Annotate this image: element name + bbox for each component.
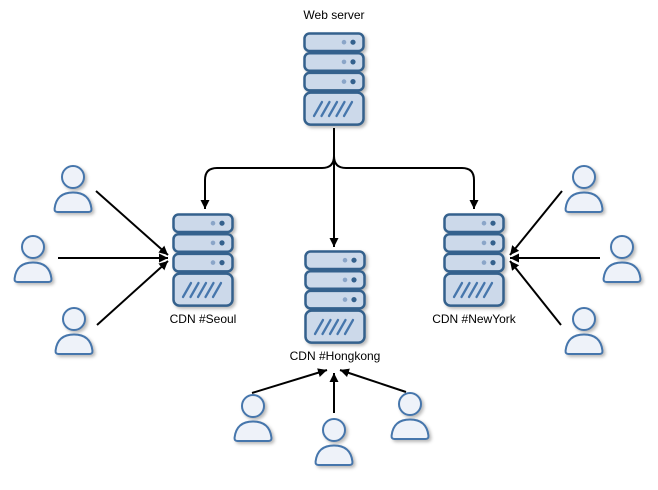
user-icon bbox=[12, 234, 54, 283]
cdn-newyork-label: CDN #NewYork bbox=[432, 312, 516, 326]
user-icon bbox=[313, 417, 355, 466]
user-left-middle bbox=[12, 234, 54, 283]
server-icon bbox=[304, 250, 366, 344]
cdn-seoul-label: CDN #Seoul bbox=[169, 312, 237, 326]
node-cdn-newyork: CDN #NewYork bbox=[424, 213, 524, 326]
user-icon bbox=[563, 306, 605, 355]
web-server-label: Web server bbox=[303, 8, 365, 22]
user-right-middle bbox=[601, 234, 643, 283]
user-left-top bbox=[52, 164, 94, 213]
user-icon bbox=[232, 393, 274, 442]
user-bottom-left bbox=[232, 393, 274, 442]
node-cdn-seoul: CDN #Seoul bbox=[153, 213, 253, 326]
user-icon bbox=[52, 164, 94, 213]
arrow-user-bottom-left-to-hongkong bbox=[251, 368, 328, 394]
node-web-server: Web server bbox=[284, 8, 384, 126]
user-bottom-middle bbox=[313, 417, 355, 466]
arrow-webserver-to-cdn-seoul bbox=[200, 155, 335, 209]
user-right-bottom bbox=[563, 306, 605, 355]
user-left-bottom bbox=[53, 306, 95, 355]
user-icon bbox=[563, 164, 605, 213]
user-bottom-right bbox=[389, 391, 431, 440]
user-icon bbox=[389, 391, 431, 440]
user-right-top bbox=[563, 164, 605, 213]
cdn-hongkong-label: CDN #Hongkong bbox=[289, 349, 381, 363]
server-icon bbox=[172, 213, 234, 307]
server-icon bbox=[443, 213, 505, 307]
server-icon bbox=[303, 32, 365, 126]
arrow-user-bottom-right-to-hongkong bbox=[339, 368, 407, 393]
arrow-webserver-to-cdn-newyork bbox=[333, 155, 479, 209]
user-icon bbox=[601, 234, 643, 283]
user-icon bbox=[53, 306, 95, 355]
node-cdn-hongkong: CDN #Hongkong bbox=[285, 250, 385, 363]
